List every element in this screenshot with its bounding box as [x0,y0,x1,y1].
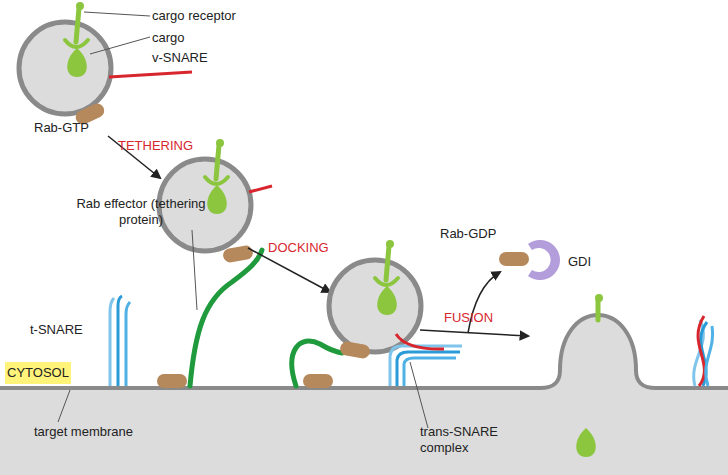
vesicle [19,2,111,114]
part-label: v-SNARE [152,50,208,66]
rab-gdp [499,252,529,266]
part-label: t-SNARE [30,322,83,338]
part-label: GDI [568,254,591,270]
vesicle [159,139,251,251]
cargo-receptor [595,294,603,302]
region-label-box: CYTOSOL [5,362,71,384]
v-snare [249,186,272,192]
part-label: cargo [152,30,185,46]
rab-membrane [303,374,333,388]
rab-gtp [222,245,254,264]
cargo-receptor [596,300,601,320]
cis-snare [694,316,713,386]
vesicle [329,240,421,352]
part-label: Rab effector (tethering protein) [76,196,206,228]
v-snare [109,72,192,77]
region-label: CYTOSOL [7,365,69,381]
leader-line [58,12,428,428]
part-label: target membrane [34,424,133,440]
rab-membrane [157,374,187,388]
rab-gtp [339,341,371,360]
part-label: Rab-GDP [440,226,496,242]
step-label: DOCKING [268,240,329,256]
part-label: Rab-GTP [34,120,89,136]
step-label: FUSION [444,310,493,326]
released-cargo [576,428,596,457]
part-label: trans-SNARE complex [420,424,510,456]
gdi-protein [528,240,560,280]
step-label: TETHERING [118,138,193,154]
t-snare [110,296,130,386]
step-arrow [420,330,528,336]
trans-snare [390,334,462,386]
part-label: cargo receptor [152,8,236,24]
tethering-protein [190,250,262,386]
